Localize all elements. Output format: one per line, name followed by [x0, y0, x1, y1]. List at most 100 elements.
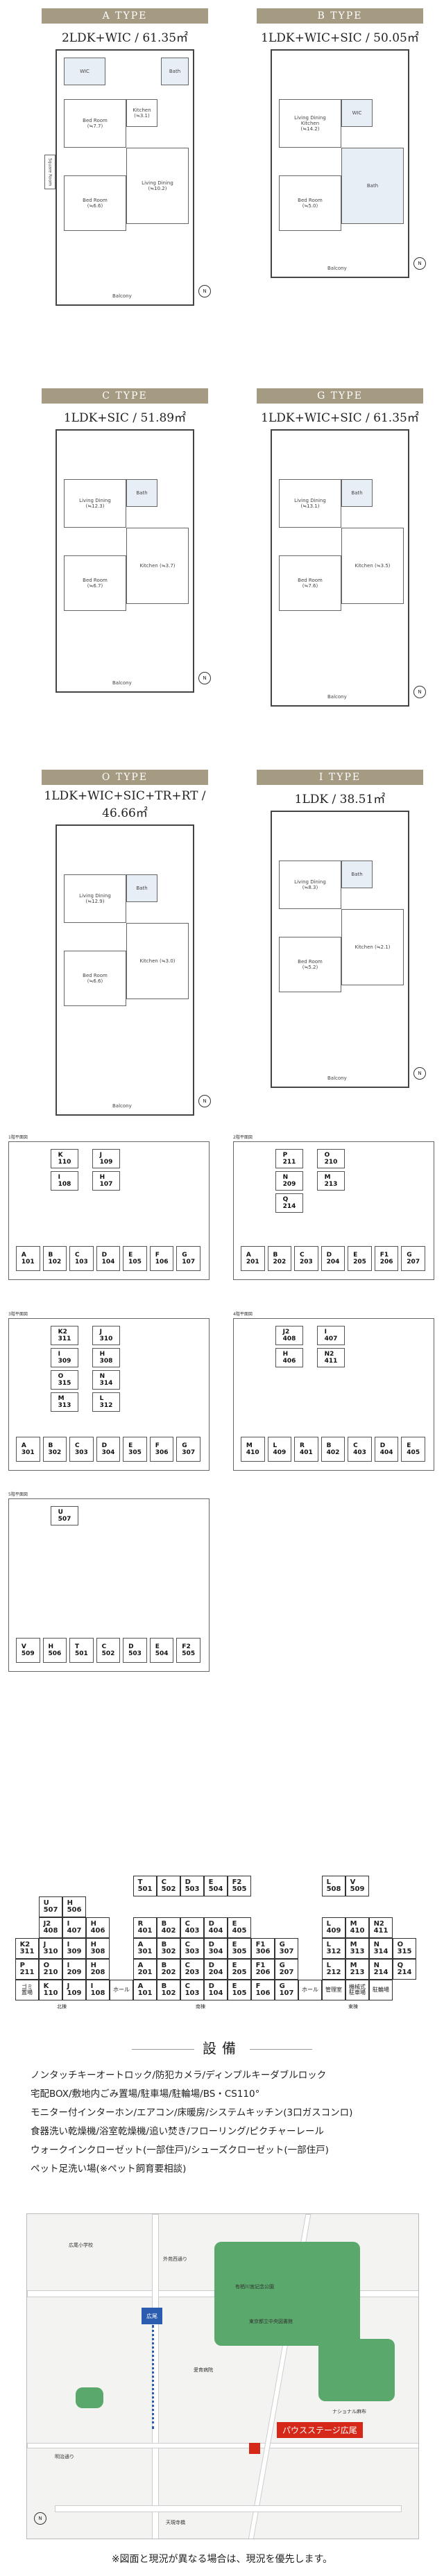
stack-cell: B 202: [157, 1959, 180, 1980]
stack-cell: Q 214: [393, 1959, 416, 1980]
extra-room: Square Room: [44, 155, 56, 189]
type-band: B TYPE: [257, 8, 423, 24]
stack-cell: ゴミ 置場: [15, 1980, 39, 2000]
unit: J2 408: [275, 1326, 303, 1345]
unit: M 410: [241, 1437, 265, 1462]
floor-title: 5階平面図: [8, 1492, 28, 1497]
layout-label: 1LDK / 38.51㎡: [294, 793, 386, 806]
stack-cell: F2 505: [228, 1876, 251, 1896]
room: WIC: [341, 99, 373, 127]
stack-cell: ホール: [298, 1980, 322, 2000]
unit: O 210: [317, 1149, 345, 1168]
unit: T 501: [69, 1638, 94, 1663]
unit: A 301: [16, 1437, 40, 1462]
map-label: 天現寺橋: [166, 2520, 185, 2525]
compass-icon: N: [198, 285, 211, 297]
unit: B 302: [42, 1437, 67, 1462]
stack-cell: P 211: [15, 1959, 39, 1980]
unit: K2 311: [51, 1326, 78, 1345]
unit: M 313: [51, 1392, 78, 1412]
room: Kitchen (≒3.5): [341, 528, 404, 604]
room: Bed Room (≒7.7): [64, 99, 126, 148]
map-road: [55, 2505, 402, 2512]
unit: D 304: [96, 1437, 121, 1462]
unit: D 104: [96, 1246, 121, 1271]
unit: N 314: [92, 1370, 120, 1390]
room: Bath: [126, 479, 157, 507]
unit: R 401: [294, 1437, 318, 1462]
stack-cell: V 509: [345, 1876, 369, 1896]
stack-cell: B 302: [157, 1938, 180, 1959]
stack-cell: N 314: [369, 1938, 393, 1959]
equipment-line: ペット足洗い場(※ペット飼育要相談): [31, 2163, 187, 2175]
unit: A 101: [16, 1246, 40, 1271]
equipment-line: ウォークインクローゼット(一部住戸)/シューズクローゼット(一部住戸): [31, 2145, 329, 2156]
unit: J 109: [92, 1149, 120, 1168]
floor-title: 2階平面図: [233, 1135, 253, 1140]
unit: D 404: [374, 1437, 399, 1462]
room: Bath: [161, 58, 189, 85]
stack-cell: I 108: [86, 1980, 110, 2000]
unit: E 205: [348, 1246, 372, 1271]
unit: M 213: [317, 1171, 345, 1191]
stack-cell: ホール: [110, 1980, 133, 2000]
compass-icon: N: [198, 1095, 211, 1107]
layout-label: 1LDK+WIC+SIC / 61.35㎡: [261, 411, 419, 425]
plan-drawing: Living Dining (≒8.3)Bed Room (≒5.2)Kitch…: [271, 811, 426, 1088]
stack-cell: A 201: [133, 1959, 157, 1980]
type-band: O TYPE: [42, 770, 208, 785]
stack-cell: 機械式 駐車場: [345, 1980, 369, 2000]
stack-cell: M 313: [345, 1938, 369, 1959]
stack-cell: N2 411: [369, 1917, 393, 1938]
map-label: 広尾小学校: [69, 2242, 93, 2248]
map-label: 外苑西通り: [163, 2256, 187, 2262]
stack-cell: F1 306: [251, 1938, 275, 1959]
plan-drawing: Living Dining (≒13.1)Bed Room (≒7.6)Kitc…: [271, 429, 426, 707]
unit: H 308: [92, 1348, 120, 1367]
stack-footer: 東棟: [348, 2004, 358, 2009]
unit: C 303: [69, 1437, 94, 1462]
stack-cell: R 401: [133, 1917, 157, 1938]
park-area: [214, 2242, 360, 2346]
stack-cell: C 103: [180, 1980, 204, 2000]
unit: F1 206: [374, 1246, 399, 1271]
unit: V 509: [16, 1638, 40, 1663]
unit: E 405: [401, 1437, 425, 1462]
stack-cell: H 308: [86, 1938, 110, 1959]
stack-cell: D 104: [204, 1980, 228, 2000]
compass-icon: N: [413, 257, 426, 270]
stack-cell: I 209: [62, 1959, 86, 1980]
stack-cell: O 315: [393, 1938, 416, 1959]
room: Living Dining (≒12.3): [64, 479, 126, 528]
equipment-title: 設備: [0, 2037, 444, 2057]
stack-cell: B 102: [157, 1980, 180, 2000]
equipment-line: ノンタッチキーオートロック/防犯カメラ/ディンプルキーダブルロック: [31, 2070, 327, 2081]
floor-title: 4階平面図: [233, 1312, 253, 1317]
plan-drawing: Bed Room (≒7.7)Bed Room (≒6.6)Living Din…: [44, 49, 211, 306]
unit: F2 505: [176, 1638, 200, 1663]
unit: N 209: [275, 1171, 303, 1191]
unit: N2 411: [317, 1348, 345, 1367]
stack-footer: 南棟: [196, 2004, 205, 2009]
stack-cell: 管理室: [322, 1980, 345, 2000]
room: Kitchen (≒3.7): [126, 528, 189, 604]
stack-cell: F1 206: [251, 1959, 275, 1980]
unit: A 201: [241, 1246, 265, 1271]
equipment-line: 宅配BOX/敷地内ごみ置場/駐車場/駐輪場/BS・CS110°: [31, 2089, 260, 2100]
unit: F 306: [149, 1437, 174, 1462]
footnote: ※図面と現況が異なる場合は、現況を優先します。: [111, 2554, 333, 2565]
unit: L 409: [267, 1437, 292, 1462]
balcony-label: Balcony: [327, 1075, 347, 1081]
floor-title: 1階平面図: [8, 1135, 28, 1140]
layout-label: 1LDK+SIC / 51.89㎡: [63, 411, 187, 425]
route-line: [152, 2325, 155, 2429]
stack-cell: G 307: [275, 1938, 298, 1959]
